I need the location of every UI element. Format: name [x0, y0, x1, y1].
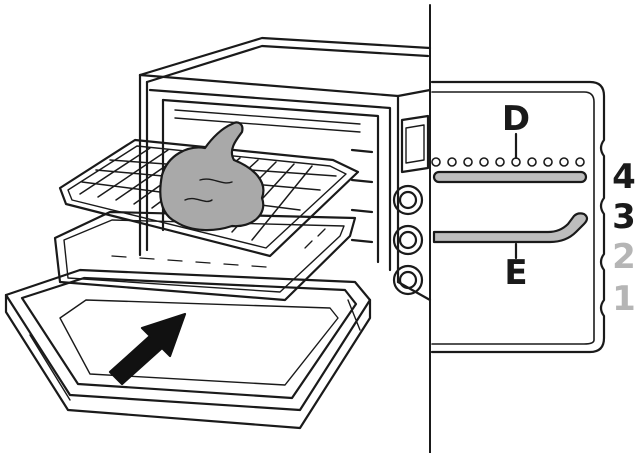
- insert-direction-arrow: [108, 312, 187, 386]
- rack-position-1: 1: [612, 279, 636, 319]
- bake-element: [432, 212, 589, 260]
- oven-cross-section: [430, 80, 606, 354]
- control-knob: [392, 184, 424, 216]
- callout-e: E: [504, 253, 527, 293]
- oven-door: [4, 268, 372, 430]
- rack-position-3: 3: [612, 197, 636, 237]
- broil-element: [431, 132, 588, 184]
- control-knob: [392, 264, 424, 296]
- callout-d: D: [502, 99, 530, 139]
- control-panel: [396, 88, 432, 302]
- baking-tray: [53, 210, 357, 302]
- rack-position-4: 4: [612, 157, 636, 197]
- meat-on-rack: [159, 121, 265, 232]
- rack-position-2: 2: [612, 237, 636, 277]
- control-knob: [392, 224, 424, 256]
